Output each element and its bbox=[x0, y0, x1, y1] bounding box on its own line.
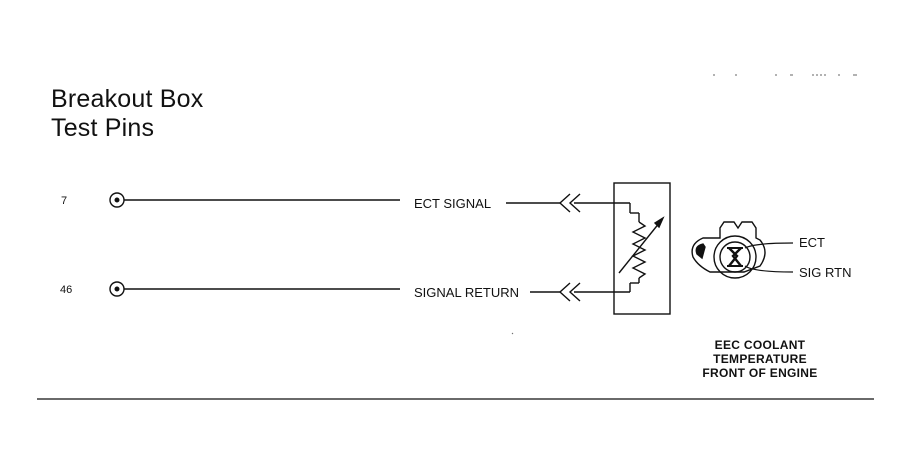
connector-chevron-bottom-icon bbox=[558, 282, 581, 302]
test-pin-46-dot bbox=[114, 286, 120, 292]
sensor-box bbox=[613, 182, 671, 315]
pin-number-7: 7 bbox=[61, 195, 67, 207]
diagram-title-line1: Breakout Box bbox=[51, 85, 204, 113]
sensor-caption-line3: FRONT OF ENGINE bbox=[702, 366, 817, 380]
connector-chevron-top-icon bbox=[558, 193, 581, 213]
sensor-caption-line2: TEMPERATURE bbox=[713, 352, 807, 366]
scan-specks bbox=[511, 74, 857, 335]
connector-label-sig-rtn: SIG RTN bbox=[799, 265, 852, 280]
pin-number-46: 46 bbox=[60, 284, 72, 296]
test-pin-7-dot bbox=[114, 197, 120, 203]
wire-label-signal-return: SIGNAL RETURN bbox=[414, 285, 519, 300]
thermistor-icon bbox=[618, 203, 665, 292]
sensor-connector-icon bbox=[691, 221, 794, 279]
wire-label-ect-signal: ECT SIGNAL bbox=[414, 196, 491, 211]
connector-label-ect: ECT bbox=[799, 235, 825, 250]
sensor-caption-line1: EEC COOLANT bbox=[715, 338, 806, 352]
diagram-title-line2: Test Pins bbox=[51, 114, 155, 142]
